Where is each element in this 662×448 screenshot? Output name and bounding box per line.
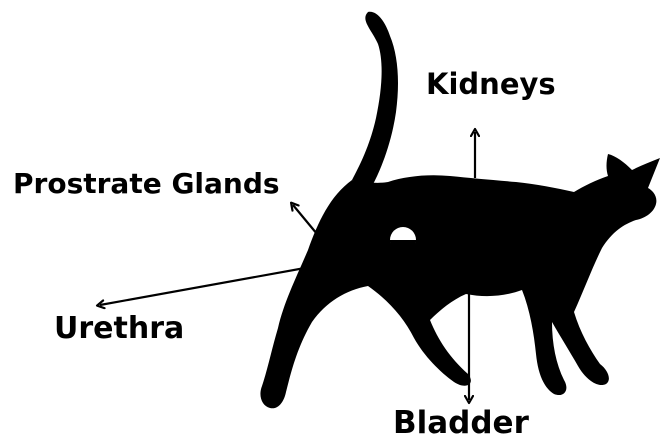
- kidneys-label: Kidneys: [426, 70, 556, 99]
- cat-tail: [352, 12, 398, 186]
- prostrate-glands-label: Prostrate Glands: [13, 170, 280, 198]
- bladder-label: Bladder: [393, 408, 529, 439]
- prostrate-glands-arrow: [293, 205, 322, 240]
- organ-marker: [390, 227, 416, 255]
- urethra-label: Urethra: [54, 314, 184, 344]
- cat-body: [260, 154, 660, 408]
- urethra-arrow: [100, 266, 316, 305]
